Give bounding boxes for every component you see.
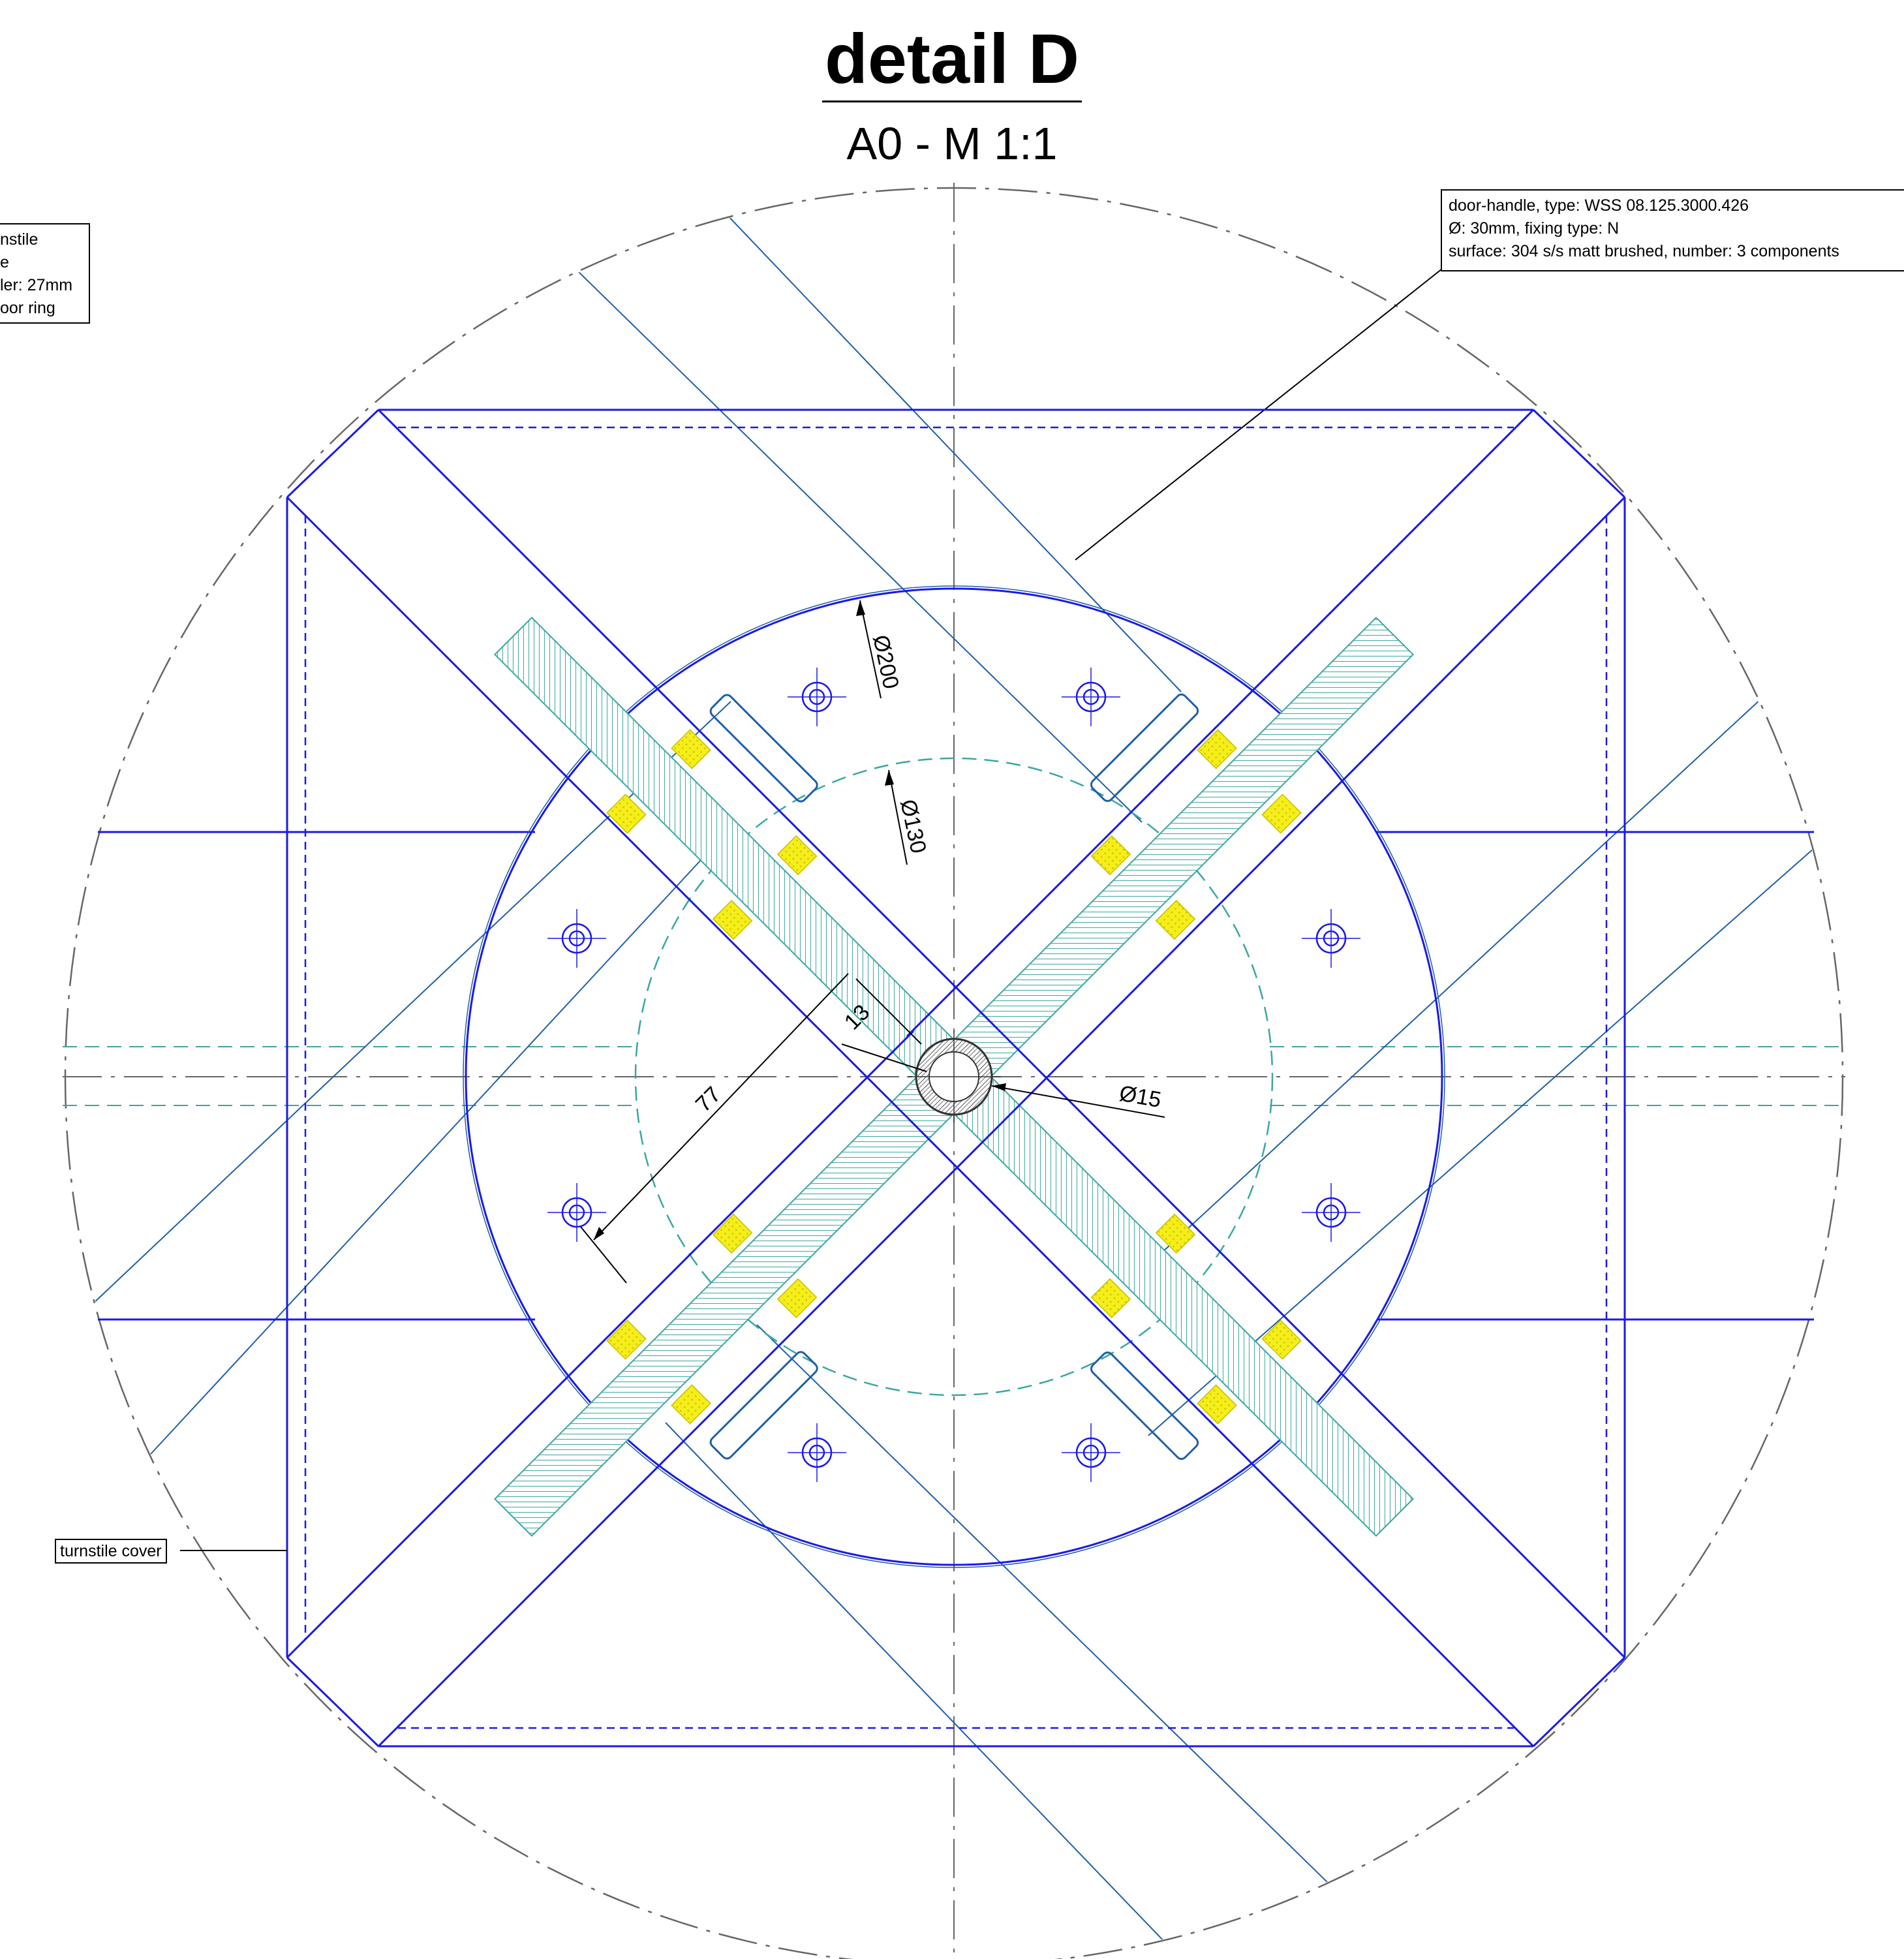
dim-77-label: 77 bbox=[691, 1082, 726, 1117]
door-handle-note-line-1: door-handle, type: WSS 08.125.3000.426 bbox=[1449, 196, 1749, 215]
turnstile-note-line-2: e bbox=[0, 253, 9, 271]
slot-dashed-band bbox=[63, 1046, 1845, 1106]
door-handle-note-line-3: surface: 304 s/s matt brushed, number: 3… bbox=[1449, 242, 1839, 260]
turnstile-note-line-4: oor ring bbox=[0, 299, 55, 317]
drawing-title: detail D bbox=[0, 18, 1904, 103]
drawing-scale: A0 - M 1:1 bbox=[846, 118, 1058, 169]
drawing-title-text: detail D bbox=[821, 18, 1083, 103]
door-handles bbox=[709, 693, 1199, 1460]
dim-d200-label: Ø200 bbox=[868, 633, 903, 691]
dim-d130-label: Ø130 bbox=[895, 797, 930, 856]
rubber-seals bbox=[606, 729, 1302, 1425]
dim-d15-label: Ø15 bbox=[1118, 1081, 1163, 1113]
door-handle-note-line-2: Ø: 30mm, fixing type: N bbox=[1449, 219, 1620, 238]
handle-leader-line bbox=[1075, 268, 1443, 561]
central-pivot bbox=[907, 1031, 1001, 1122]
turnstile-cover-inner-dashed bbox=[304, 426, 1608, 1729]
floor-ring-130 bbox=[634, 757, 1274, 1396]
floor-ring-200 bbox=[465, 587, 1443, 1566]
turnstile-cover-outline bbox=[98, 409, 1814, 1748]
floor-ring-200-outer bbox=[463, 585, 1445, 1568]
turnstile-cover-note: turnstile cover bbox=[55, 1539, 167, 1564]
door-handle-note: door-handle, type: WSS 08.125.3000.426 Ø… bbox=[1441, 189, 1904, 271]
glass-wings bbox=[494, 617, 1414, 1537]
wing-clamp-channels bbox=[286, 409, 1626, 1748]
dimension-arrows bbox=[594, 600, 1006, 1240]
turnstile-note-partial: nstile e ler: 27mm oor ring bbox=[0, 223, 90, 324]
turnstile-note-line-3: ler: 27mm bbox=[0, 276, 73, 294]
dimension-lines bbox=[580, 600, 1165, 1284]
turnstile-note-line-1: nstile bbox=[0, 230, 38, 249]
fixing-holes bbox=[547, 668, 1360, 1482]
